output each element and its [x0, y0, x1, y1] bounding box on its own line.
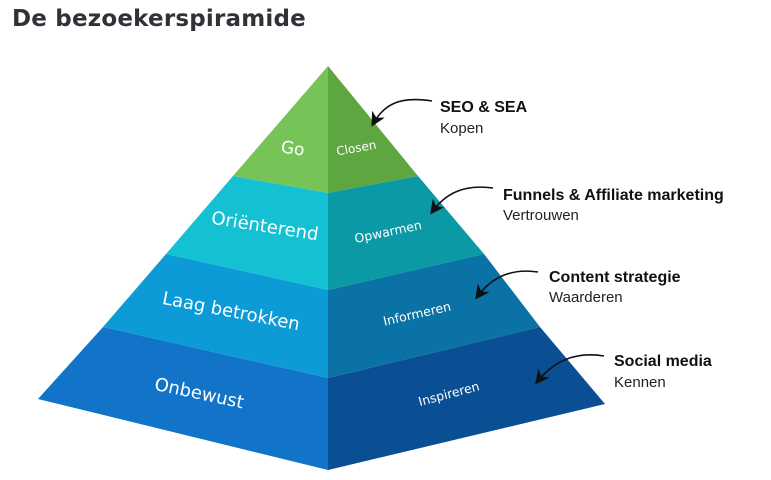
- arrow-icon: [430, 186, 494, 215]
- annotation-subtitle-kennen: Kennen: [614, 374, 666, 391]
- arrow-icon: [371, 98, 433, 127]
- arrow-icon: [475, 270, 539, 300]
- level-label-go: Go: [280, 138, 306, 161]
- annotation-title-content-strategie: Content strategie: [549, 269, 681, 286]
- pyramid-level-go-left: [233, 66, 328, 193]
- level-action-closen: Closen: [335, 138, 377, 159]
- pyramid-level-onbewust-left: [38, 327, 328, 470]
- annotation-subtitle-vertrouwen: Vertrouwen: [503, 207, 579, 224]
- pyramid-level-onbewust-right: [328, 327, 605, 470]
- pyramid-level-go-right: [328, 66, 418, 193]
- arrow-icon: [535, 354, 605, 385]
- page-title: De bezoekerspiramide: [12, 6, 306, 32]
- annotation-subtitle-waarderen: Waarderen: [549, 289, 623, 306]
- annotation-title-seo-sea: SEO & SEA: [440, 99, 528, 116]
- annotation-title-social-media: Social media: [614, 353, 712, 370]
- annotation-title-funnels: Funnels & Affiliate marketing: [503, 187, 724, 204]
- annotation-subtitle-kopen: Kopen: [440, 120, 483, 137]
- pyramid-level-orienterend-left: [166, 176, 328, 290]
- pyramid-level-orienterend-right: [328, 176, 484, 290]
- pyramid-level-laag-betrokken-left: [103, 254, 328, 378]
